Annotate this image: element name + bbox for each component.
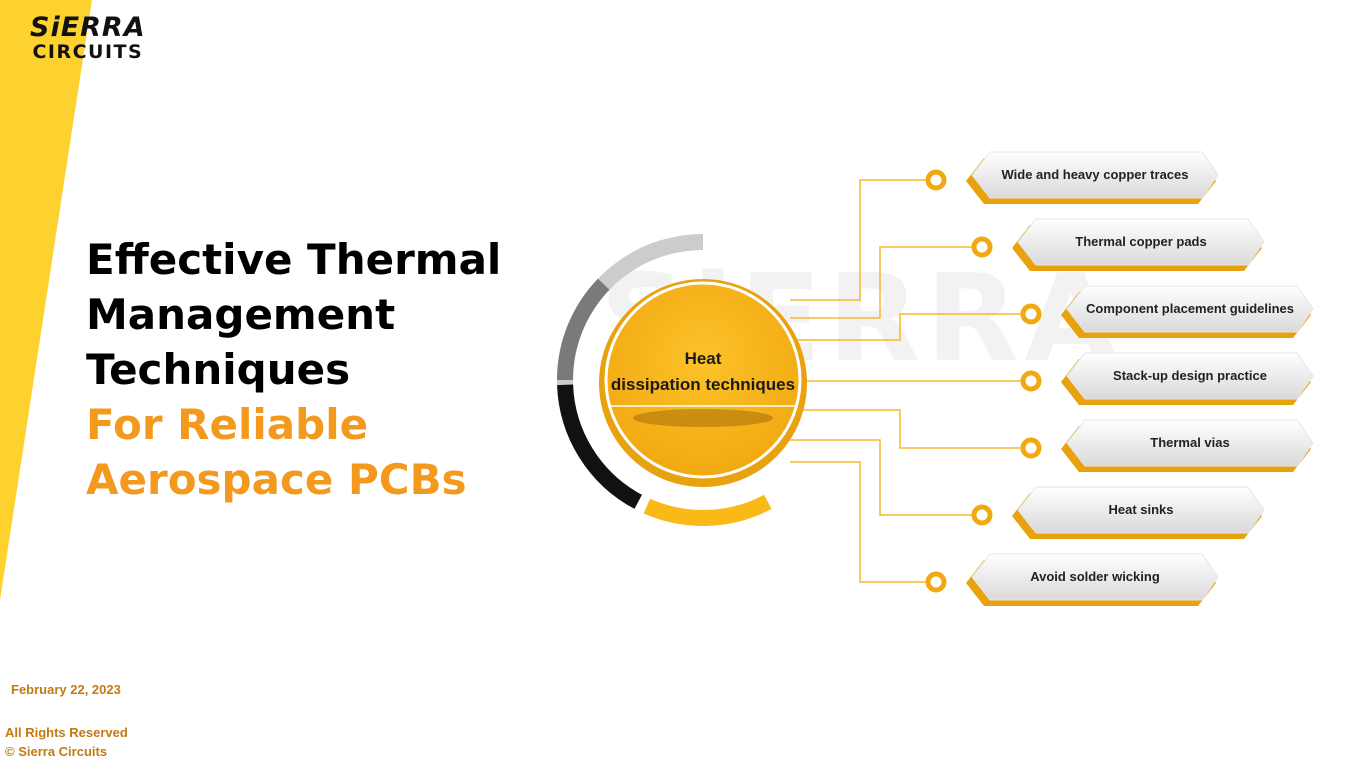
center-label: Heat dissipation techniques xyxy=(603,346,803,398)
title-line: Techniques xyxy=(86,345,351,394)
date: February 22, 2023 xyxy=(11,682,121,697)
node-ring-icon xyxy=(925,571,947,593)
arc-yellow xyxy=(643,494,772,526)
node-ring-icon xyxy=(1020,370,1042,392)
rights-line: All Rights Reserved xyxy=(5,725,128,740)
center-circle xyxy=(604,281,802,479)
node-ring-icon xyxy=(1020,437,1042,459)
node-ring-icon xyxy=(1020,303,1042,325)
technique-label: Component placement guidelines xyxy=(1085,301,1295,316)
node-ring-icon xyxy=(971,504,993,526)
title-line: Management xyxy=(86,290,396,339)
technique-pill xyxy=(971,553,1219,601)
technique-label: Thermal vias xyxy=(1150,435,1230,450)
technique-pill xyxy=(1066,352,1314,400)
copyright: All Rights Reserved © Sierra Circuits xyxy=(5,723,128,761)
connector-line xyxy=(790,409,1021,449)
technique-label: Thermal copper pads xyxy=(1075,234,1207,249)
node-ring-icon xyxy=(925,169,947,191)
technique-label: Wide and heavy copper traces xyxy=(1001,167,1189,182)
title-subline: For Reliable xyxy=(86,400,369,449)
arc-dark-gray xyxy=(557,278,610,381)
copyright-line: © Sierra Circuits xyxy=(5,744,108,759)
node-ring-icon xyxy=(971,236,993,258)
title-line: Effective Thermal xyxy=(86,235,502,284)
connector-line xyxy=(790,461,926,583)
sierra-circuits-logo: SiERRA CIRCUITS xyxy=(30,14,146,62)
technique-pill xyxy=(1017,218,1265,266)
technique-pill xyxy=(971,151,1219,199)
technique-pill xyxy=(1066,285,1314,333)
technique-pill xyxy=(1066,419,1314,467)
arc-black xyxy=(557,384,643,509)
connector-line xyxy=(790,439,972,516)
connector-line xyxy=(790,313,1021,341)
technique-label: Heat sinks xyxy=(1108,502,1174,517)
logo-line2: CIRCUITS xyxy=(32,41,144,63)
center-label-line: Heat xyxy=(684,349,722,368)
logo-line1: SiERRA xyxy=(30,12,146,43)
technique-label: Stack-up design practice xyxy=(1113,368,1267,383)
technique-pill xyxy=(1017,486,1265,534)
technique-label: Avoid solder wicking xyxy=(1030,569,1160,584)
connector-line xyxy=(790,246,972,319)
connector-line xyxy=(790,179,926,301)
center-label-line: dissipation techniques xyxy=(610,375,796,394)
slide-title: Effective Thermal Management Techniques … xyxy=(86,232,501,507)
title-subline: Aerospace PCBs xyxy=(86,455,467,504)
